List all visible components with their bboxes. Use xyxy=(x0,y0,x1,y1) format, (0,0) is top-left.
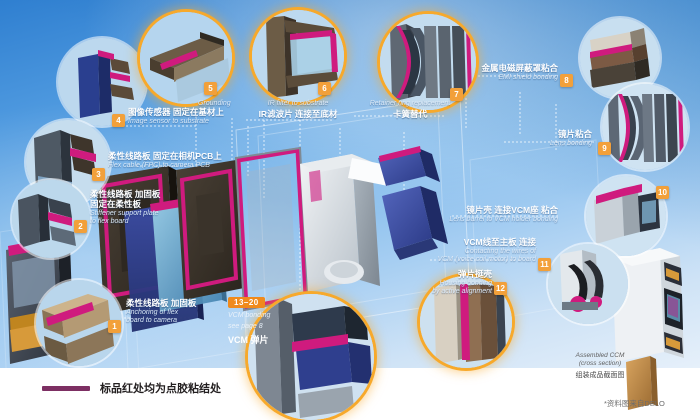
callout-3-en1: Flex cable (FPC) to camera PCB xyxy=(108,161,210,169)
callout-2-cn2: 固定在柔性板 xyxy=(90,198,142,209)
vcm-callout-en1: VCM bonding xyxy=(228,312,271,319)
callout-12-cn: 弹片挺壳 xyxy=(457,269,492,279)
badge-8: 8 xyxy=(560,74,573,87)
legend-swatch xyxy=(42,385,90,391)
callout-7-en1: Retainer ring replacement xyxy=(369,100,451,107)
callout-8-en1: EMI shield bonding xyxy=(498,73,558,81)
callout-2-cn1: 柔性线路板 加固板 xyxy=(90,189,161,199)
legend-text: 标品红处均为点胶粘结处 xyxy=(100,383,221,395)
callout-1-en1: Anchoring of flex xyxy=(126,308,179,316)
callout-2: 柔性线路板 加固板 固定在柔性板 Stiffener support plate… xyxy=(90,189,161,226)
callout-7: Retainer ring replacement 卡簧替代 xyxy=(356,100,464,120)
callout-6-en1: IR filter to substrate xyxy=(267,100,329,107)
callout-1: 柔性线路板 加固板 Anchoring of flex board to cam… xyxy=(126,298,197,325)
detail-circle-10[interactable] xyxy=(586,176,666,256)
detail-circle-6[interactable] xyxy=(252,10,344,102)
detail-circle-5[interactable] xyxy=(140,12,232,104)
callout-5: Grounding xyxy=(198,100,231,108)
legend: 标品红处均为点胶粘结处 xyxy=(42,380,221,396)
callout-11-cn: VCM线至主板 连接 xyxy=(463,237,536,247)
callout-9: 镜片粘合 Lens bonding xyxy=(496,129,592,148)
callout-8: 金属电磁屏蔽罩粘合 EMI shield bonding xyxy=(446,63,558,82)
source-note: *资料图来自DELO xyxy=(604,399,665,408)
assembled-cn: 组装成品截面图 xyxy=(575,371,625,379)
vcm-bonding-callout[interactable]: 13–20 VCM bonding see page 8 VCM 弹片 xyxy=(228,292,270,346)
callout-12-en2: by active alignment xyxy=(432,287,492,295)
vcm-callout-cn: VCM 弹片 xyxy=(228,334,269,345)
vcm-callout-en2: see page 8 xyxy=(228,322,263,330)
vcm-range-tag: 13–20 xyxy=(228,297,265,308)
assembled-ccm-note: Assembled CCM (cross section) 组装成品截面图 xyxy=(562,352,638,380)
callout-12: 弹片挺壳 Housing bonding by active alignment xyxy=(406,269,492,296)
detail-circle-2[interactable] xyxy=(12,180,90,258)
badge-1: 1 xyxy=(108,320,121,333)
callout-10-cn: 镜片壳 连接VCM座 粘合 xyxy=(466,205,558,215)
callout-9-cn: 镜片粘合 xyxy=(557,129,592,139)
callout-3-cn: 柔性线路板 固定在相机PCB上 xyxy=(108,151,222,161)
assembled-en2: (cross section) xyxy=(578,360,622,368)
callout-12-en1: Housing bonding xyxy=(439,279,492,287)
callout-10-en1: Lens barrel to VCM holder bonding xyxy=(449,215,558,223)
callout-7-cn: 卡簧替代 xyxy=(392,109,427,120)
badge-10: 10 xyxy=(656,186,669,199)
detail-circle-9[interactable] xyxy=(602,84,688,170)
callout-3: 柔性线路板 固定在相机PCB上 Flex cable (FPC) to came… xyxy=(108,151,222,170)
badge-12: 12 xyxy=(494,282,507,295)
badge-2: 2 xyxy=(74,220,87,233)
callout-11-en2: VCM (voice coil motor) to board xyxy=(437,255,536,263)
badge-11: 11 xyxy=(538,258,551,271)
detail-circle-vcm[interactable] xyxy=(248,294,374,420)
badge-7: 7 xyxy=(450,88,463,101)
callout-4-cn: 图像传感器 固定在基材上 xyxy=(128,107,224,117)
callout-5-en1: Grounding xyxy=(198,100,231,107)
badge-9: 9 xyxy=(598,142,611,155)
callout-6: IR filter to substrate IR滤波片 连接至底材 xyxy=(252,100,344,120)
callout-9-en1: Lens bonding xyxy=(549,139,592,147)
callout-10: 镜片壳 连接VCM座 粘合 Lens barrel to VCM holder … xyxy=(430,205,558,224)
callout-11: VCM线至主板 连接 Contacting the wires of VCM (… xyxy=(412,237,536,264)
detail-circle-1[interactable] xyxy=(36,280,122,366)
assembled-en1: Assembled CCM xyxy=(575,352,625,359)
callout-2-en2: to flex board xyxy=(90,217,129,225)
badge-5: 5 xyxy=(204,82,217,95)
callout-8-cn: 金属电磁屏蔽罩粘合 xyxy=(481,63,558,73)
detail-circle-11[interactable] xyxy=(548,244,628,324)
callout-11-en1: Contacting the wires of xyxy=(464,247,536,255)
badge-4: 4 xyxy=(112,114,125,127)
callout-2-en1: Stiffener support plate xyxy=(90,209,159,217)
callout-1-en2: board to camera xyxy=(126,316,177,324)
callout-1-cn: 柔性线路板 加固板 xyxy=(126,298,197,308)
detail-circle-12[interactable] xyxy=(420,276,512,368)
badge-3: 3 xyxy=(92,168,105,181)
callout-6-cn: IR滤波片 连接至底材 xyxy=(258,109,338,120)
callout-4-en1: Image sensor to substrate xyxy=(128,117,209,125)
badge-6: 6 xyxy=(318,82,331,95)
callout-4: 图像传感器 固定在基材上 Image sensor to substrate xyxy=(128,107,224,126)
detail-circle-4[interactable] xyxy=(58,38,146,126)
